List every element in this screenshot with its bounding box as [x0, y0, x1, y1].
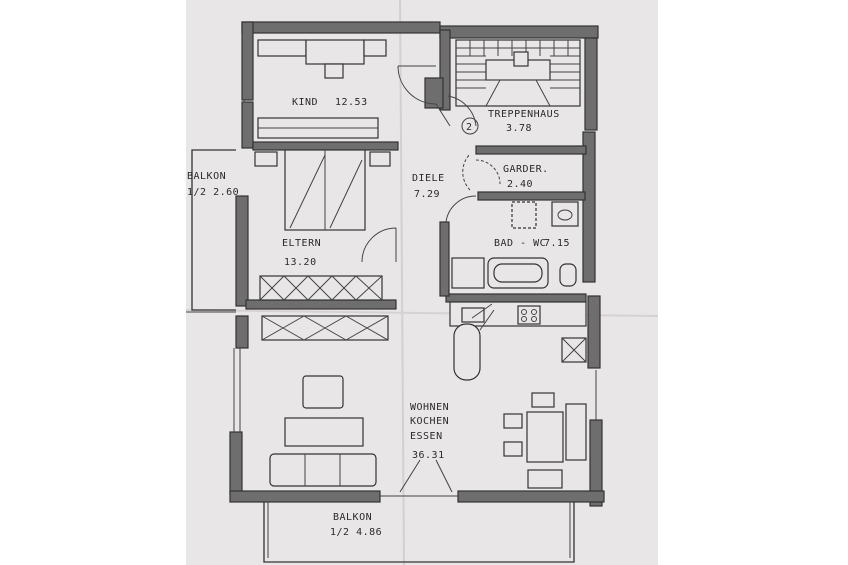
fold-line	[185, 309, 659, 317]
svg-text:KOCHEN: KOCHEN	[410, 416, 449, 427]
svg-text:DIELE: DIELE	[412, 173, 445, 184]
dining-furniture	[503, 392, 587, 489]
svg-text:WOHNEN: WOHNEN	[410, 402, 449, 413]
balcony-left	[186, 149, 236, 313]
svg-text:TREPPENHAUS: TREPPENHAUS	[488, 109, 560, 120]
eltern-furniture	[254, 149, 391, 301]
fold-line	[399, 0, 405, 565]
stair-marker	[461, 117, 479, 135]
svg-text:2.40: 2.40	[507, 179, 533, 190]
svg-text:GARDER.: GARDER.	[503, 164, 549, 175]
svg-text:KIND: KIND	[292, 97, 318, 108]
doors	[361, 65, 501, 493]
svg-text:1/2 2.60: 1/2 2.60	[187, 187, 239, 198]
svg-text:13.20: 13.20	[284, 257, 317, 268]
svg-text:BAD - WC: BAD - WC	[494, 238, 546, 249]
svg-text:BALKON: BALKON	[333, 512, 372, 523]
room-kind-label: KIND 12.53	[292, 97, 368, 108]
svg-text:3.78: 3.78	[506, 123, 532, 134]
svg-text:7.15: 7.15	[544, 238, 570, 249]
room-balkon-left-label: BALKON 1/2 2.60	[187, 171, 239, 198]
living-wardrobe	[261, 315, 389, 341]
svg-text:12.53: 12.53	[335, 97, 368, 108]
room-treppenhaus-label: 2 TREPPENHAUS 3.78	[461, 109, 560, 135]
kitchen-furniture	[449, 301, 587, 381]
svg-text:2: 2	[466, 122, 473, 133]
room-eltern-label: ELTERN 13.20	[282, 238, 321, 268]
svg-text:1/2 4.86: 1/2 4.86	[330, 527, 382, 538]
svg-text:7.29: 7.29	[414, 189, 440, 200]
kind-furniture	[257, 39, 387, 139]
svg-text:36.31: 36.31	[412, 450, 445, 461]
room-garderobe-label: GARDER. 2.40	[503, 164, 549, 190]
svg-text:BALKON: BALKON	[187, 171, 226, 182]
balcony-bottom	[263, 502, 575, 563]
windows	[233, 100, 597, 497]
exterior-walls	[229, 21, 605, 507]
room-diele-label: DIELE 7.29	[412, 173, 445, 200]
living-furniture	[269, 375, 377, 487]
room-balkon-bottom-label: BALKON 1/2 4.86	[330, 512, 382, 538]
svg-text:ELTERN: ELTERN	[282, 238, 321, 249]
staircase	[455, 39, 581, 107]
svg-text:ESSEN: ESSEN	[410, 431, 443, 442]
bathroom-fixtures	[451, 201, 579, 289]
room-wohnen-label: WOHNEN KOCHEN ESSEN 36.31	[410, 402, 449, 461]
room-bad-wc-label: BAD - WC 7.15	[494, 238, 570, 249]
